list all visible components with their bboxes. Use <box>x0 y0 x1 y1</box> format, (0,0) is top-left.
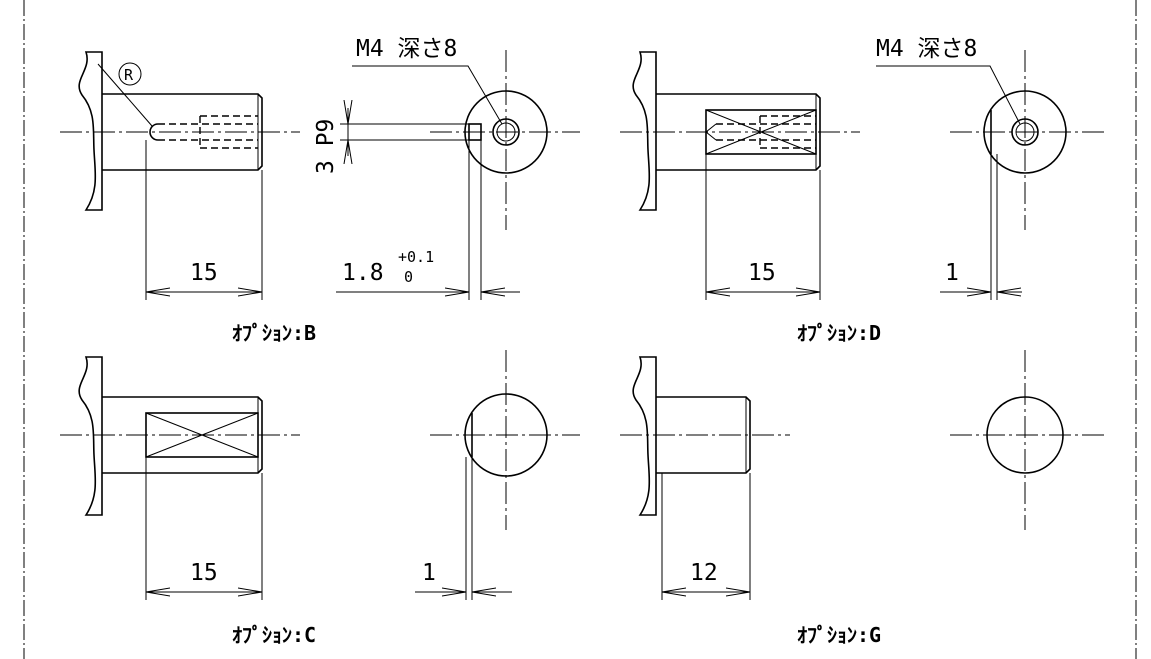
radius-mark-label: R <box>124 66 134 84</box>
view-c-side: 15 <box>60 356 300 600</box>
flange-g <box>632 356 657 516</box>
dim-g-length: 12 <box>690 560 718 586</box>
caption-option-c: ｵﾌﾟｼｮﾝ:C <box>232 623 316 647</box>
view-g-side: 12 <box>620 356 790 600</box>
dim-c-length: 15 <box>190 560 218 586</box>
flange-d <box>632 51 657 211</box>
caption-option-b: ｵﾌﾟｼｮﾝ:B <box>232 321 316 345</box>
dim-d-flat: 1 <box>945 260 959 286</box>
dim-b-length: 15 <box>190 260 218 286</box>
flange-c <box>78 356 103 516</box>
thread-note-d: M4 深さ8 <box>876 36 977 62</box>
caption-option-d: ｵﾌﾟｼｮﾝ:D <box>797 321 881 345</box>
view-g-end <box>950 350 1105 530</box>
view-b-side: R 15 <box>60 51 300 300</box>
view-d-end: M4 深さ8 1 <box>876 36 1105 300</box>
dim-d-length: 15 <box>748 260 776 286</box>
view-b-end: M4 深さ8 3 P9 1.8 +0.1 0 <box>313 36 580 300</box>
dim-c-flat: 1 <box>422 560 436 586</box>
view-d-side: 15 <box>620 51 860 300</box>
dim-keyway-width: 3 P9 <box>313 119 339 174</box>
radius-mark-circle <box>118 62 142 86</box>
dim-keyway-tol-upper: +0.1 <box>398 248 434 266</box>
thread-note-b: M4 深さ8 <box>356 36 457 62</box>
caption-option-g: ｵﾌﾟｼｮﾝ:G <box>797 623 881 647</box>
flange-b <box>78 51 103 211</box>
view-c-end: 1 <box>415 350 580 600</box>
dim-keyway-depth: 1.8 <box>342 260 384 286</box>
dim-keyway-tol-lower: 0 <box>404 268 413 286</box>
